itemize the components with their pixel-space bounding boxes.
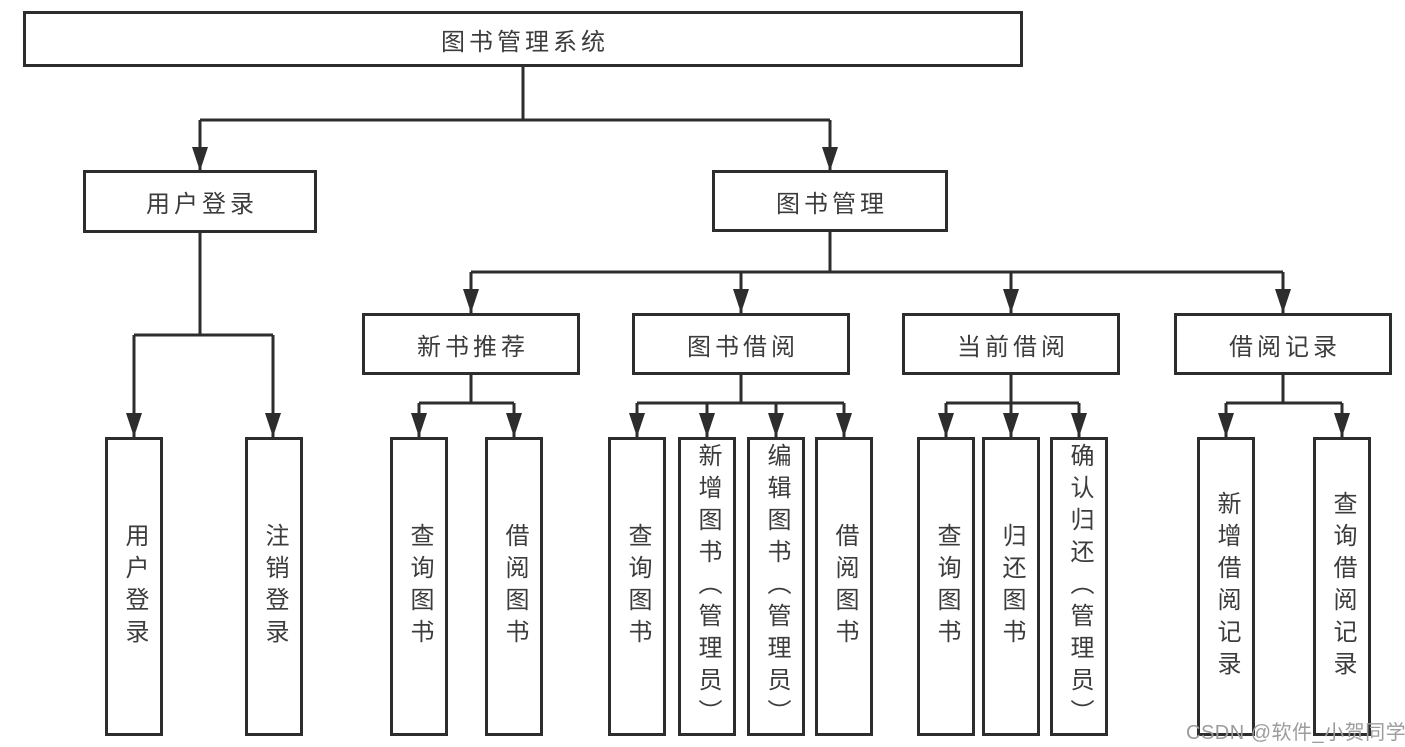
leaf-query-borrow-record: 查询借阅记录 <box>1313 437 1371 736</box>
node-label: 查询图书 <box>933 522 960 651</box>
leaf-add-book-admin: 新增图书（管理员） <box>678 437 736 736</box>
node-label: 借阅图书 <box>501 522 528 651</box>
leaf-query-book-1: 查询图书 <box>390 437 448 736</box>
node-label: 借阅图书 <box>831 522 858 651</box>
connector-spines <box>134 67 1342 405</box>
leaf-borrow-book-1: 借阅图书 <box>485 437 543 736</box>
leaf-query-book-2: 查询图书 <box>608 437 666 736</box>
leaf-edit-book-admin: 编辑图书（管理员） <box>747 437 805 736</box>
node-label: 用户登录 <box>146 191 258 218</box>
node-label: 查询图书 <box>624 522 651 651</box>
node-label: 借阅记录 <box>1229 333 1341 361</box>
leaf-borrow-book-2: 借阅图书 <box>815 437 873 736</box>
node-borrow-records: 借阅记录 <box>1174 313 1392 375</box>
node-label: 新增借阅记录 <box>1213 490 1240 683</box>
node-label: 当前借阅 <box>957 333 1069 361</box>
connector-arrows <box>126 120 1350 437</box>
node-label: 图书管理系统 <box>441 28 609 56</box>
node-label: 新书推荐 <box>417 333 529 361</box>
leaf-user-login: 用户登录 <box>105 437 163 736</box>
node-user-login: 用户登录 <box>83 170 317 233</box>
node-current-borrow: 当前借阅 <box>902 313 1120 375</box>
node-book-borrow: 图书借阅 <box>632 313 850 375</box>
node-new-book-recommend: 新书推荐 <box>362 313 580 375</box>
leaf-add-borrow-record: 新增借阅记录 <box>1197 437 1255 736</box>
leaf-logout: 注销登录 <box>245 437 303 736</box>
node-library-system: 图书管理系统 <box>23 11 1023 67</box>
node-label: 图书管理 <box>776 190 888 218</box>
leaf-return-book: 归还图书 <box>982 437 1040 736</box>
node-label: 用户登录 <box>121 522 148 651</box>
node-book-management: 图书管理 <box>712 170 948 232</box>
node-label: 归还图书 <box>998 522 1025 651</box>
node-label: 查询图书 <box>406 522 433 651</box>
node-label: 新增图书（管理员） <box>694 442 721 731</box>
leaf-query-book-3: 查询图书 <box>917 437 975 736</box>
node-label: 编辑图书（管理员） <box>763 442 790 731</box>
node-label: 查询借阅记录 <box>1329 490 1356 683</box>
leaf-confirm-return-admin: 确认归还（管理员） <box>1050 437 1108 736</box>
watermark: CSDN @软件_小贺同学 <box>1186 722 1405 744</box>
node-label: 确认归还（管理员） <box>1066 442 1093 731</box>
node-label: 图书借阅 <box>687 333 799 361</box>
node-label: 注销登录 <box>261 522 288 651</box>
